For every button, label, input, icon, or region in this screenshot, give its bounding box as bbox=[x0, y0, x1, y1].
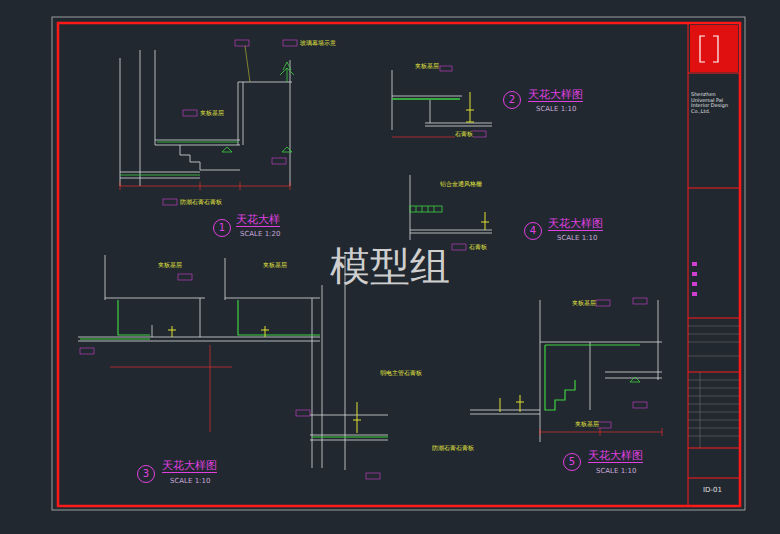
callout-number: 4 bbox=[530, 226, 536, 236]
callout-note: 夹板基层 bbox=[200, 110, 224, 117]
company-name: Shenzhen Universal Pal Interior Design C… bbox=[691, 92, 736, 114]
callout-note: 石膏板 bbox=[455, 131, 473, 138]
callout-note: 夹板基层 bbox=[575, 421, 599, 428]
scale-note: SCALE 1:10 bbox=[596, 468, 636, 476]
scale-note: SCALE 1:10 bbox=[557, 235, 597, 243]
scale-note: SCALE 1:10 bbox=[170, 478, 210, 486]
callout-note: 夹板基层 bbox=[158, 262, 182, 269]
callout-note: 夹板基层 bbox=[415, 63, 439, 70]
detail-title: 天花大样图 bbox=[162, 460, 217, 473]
detail-title: 天花大样图 bbox=[588, 450, 643, 463]
callout-note: 夹板基层 bbox=[263, 262, 287, 269]
callout-note: 防潮石膏石膏板 bbox=[180, 199, 222, 206]
callout-note: 防潮石膏石膏板 bbox=[432, 445, 474, 452]
detail-number-circle: 5 bbox=[563, 453, 581, 471]
callout-note: 石膏板 bbox=[469, 244, 487, 251]
callout-number: 3 bbox=[143, 469, 149, 479]
callout-number: 1 bbox=[219, 223, 225, 233]
callout-note: 弱电主管石膏板 bbox=[380, 370, 422, 377]
callout-number: 2 bbox=[509, 95, 515, 105]
callout-note: 玻璃幕墙示意 bbox=[300, 40, 336, 47]
detail-number-circle: 2 bbox=[503, 91, 521, 109]
watermark: 模型组 bbox=[330, 244, 450, 288]
scale-note: SCALE 1:10 bbox=[536, 106, 576, 114]
detail-title: 天花大样图 bbox=[528, 89, 583, 102]
detail-number-circle: 1 bbox=[213, 219, 231, 237]
drawing-number: ID-01 bbox=[703, 487, 722, 495]
callout-number: 5 bbox=[569, 457, 575, 467]
scale-note: SCALE 1:20 bbox=[240, 231, 280, 239]
callout-note: 夹板基层 bbox=[572, 300, 596, 307]
detail-title: 天花大样 bbox=[236, 214, 280, 227]
detail-title: 天花大样图 bbox=[548, 218, 603, 231]
callout-note: 铝合金通风格栅 bbox=[440, 181, 482, 188]
detail-number-circle: 3 bbox=[137, 465, 155, 483]
detail-number-circle: 4 bbox=[524, 222, 542, 240]
